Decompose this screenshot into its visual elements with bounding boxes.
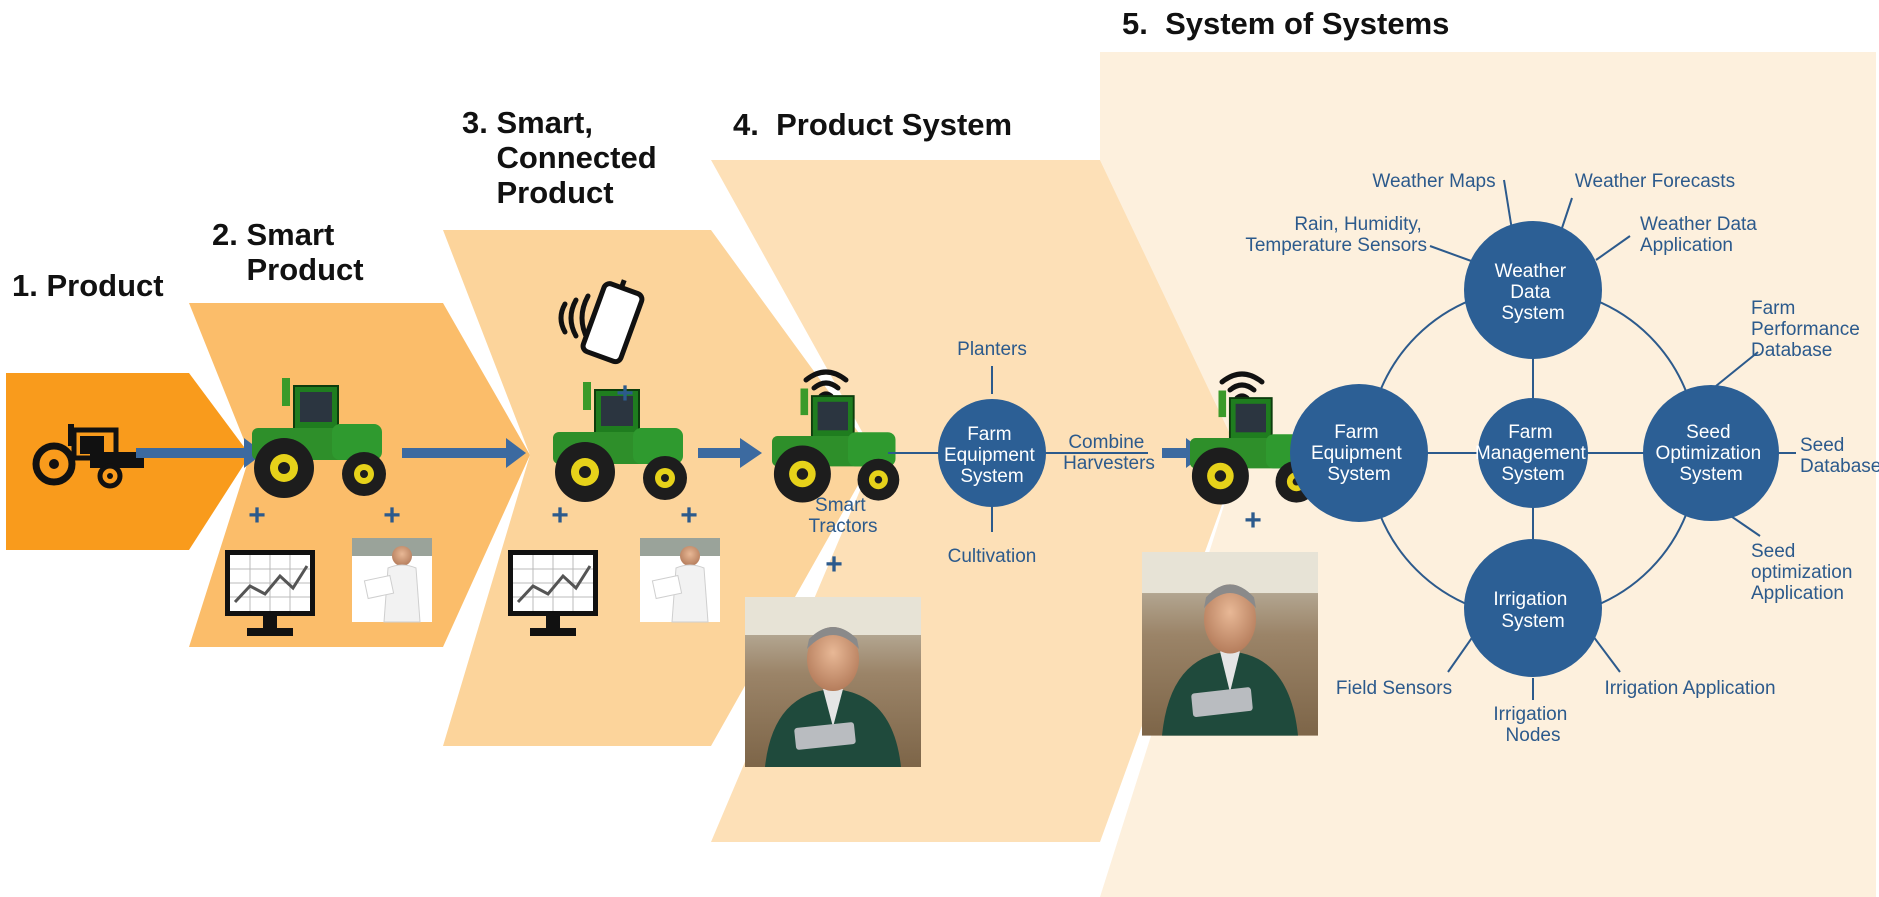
irrigation-application-label: Irrigation Application bbox=[1604, 678, 1775, 699]
weather-data-system-node bbox=[1464, 221, 1602, 359]
farmer-with-tablet-photo bbox=[745, 597, 921, 767]
plus-sign: + bbox=[383, 499, 401, 532]
seed-optimization-system-label: Seed Optimization System bbox=[1656, 422, 1767, 485]
stage-3-title: 3. Smart, Connected Product bbox=[462, 105, 657, 210]
seed-database-label: Seed Database bbox=[1800, 435, 1879, 477]
weather-data-system-label: Weather Data System bbox=[1495, 261, 1572, 324]
smart-tractors-label: Smart Tractors bbox=[809, 495, 878, 537]
plus-sign: + bbox=[616, 377, 634, 410]
cultivation-label: Cultivation bbox=[948, 546, 1037, 567]
weather-data-application-label: Weather Data Application bbox=[1640, 214, 1762, 256]
farmer-reading-icon bbox=[639, 537, 721, 623]
farm-equipment-system-label: Farm Equipment System bbox=[944, 424, 1040, 487]
rain-humidity-temperature-sensors-label: Rain, Humidity, Temperature Sensors bbox=[1245, 214, 1427, 256]
irrigation-nodes-label: Irrigation Nodes bbox=[1493, 704, 1572, 746]
farm-management-system-label: Farm Management System bbox=[1475, 422, 1591, 485]
stage-2-title: 2. Smart Product bbox=[212, 217, 364, 287]
combine-harvesters-label: Combine Harvesters bbox=[1063, 432, 1155, 474]
irrigation-system-node bbox=[1464, 539, 1602, 677]
tractor-icon bbox=[32, 424, 144, 489]
farm-equipment-system-node bbox=[1290, 384, 1428, 522]
stage-5-title: 5. System of Systems bbox=[1122, 6, 1450, 41]
plus-sign: + bbox=[825, 548, 843, 581]
weather-forecasts-label: Weather Forecasts bbox=[1575, 171, 1735, 192]
plus-sign: + bbox=[680, 499, 698, 532]
farm-equipment-system-label: Farm Equipment System bbox=[1311, 422, 1407, 485]
farm-performance-database-label: Farm Performance Database bbox=[1751, 298, 1865, 361]
seed-optimization-application-label: Seed optimization Application bbox=[1751, 541, 1858, 604]
farm-equipment-system-node bbox=[938, 399, 1046, 507]
planters-label: Planters bbox=[957, 339, 1027, 360]
plus-sign: + bbox=[248, 499, 266, 532]
weather-maps-label: Weather Maps bbox=[1372, 171, 1495, 192]
plus-sign: + bbox=[551, 499, 569, 532]
seed-optimization-system-node bbox=[1643, 385, 1779, 521]
farmer-with-tablet-photo bbox=[1142, 552, 1318, 736]
farm-management-system-node bbox=[1478, 398, 1588, 508]
irrigation-system-label: Irrigation System bbox=[1493, 589, 1572, 632]
field-sensors-label: Field Sensors bbox=[1336, 678, 1452, 699]
stage-1-title: 1. Product bbox=[12, 268, 164, 303]
farmer-reading-icon bbox=[351, 537, 433, 623]
plus-sign: + bbox=[1244, 504, 1262, 537]
stage-4-title: 4. Product System bbox=[733, 107, 1013, 142]
smartphone-icon bbox=[580, 279, 645, 365]
